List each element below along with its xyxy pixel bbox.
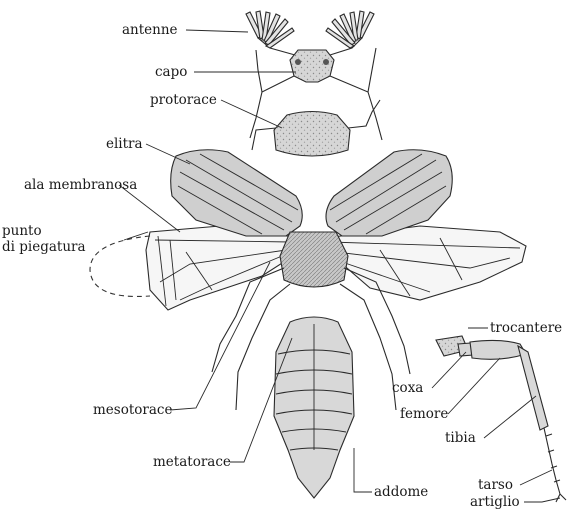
left-membranous-wing bbox=[146, 226, 300, 310]
label-capo: capo bbox=[155, 64, 187, 80]
label-artiglio: artiglio bbox=[470, 494, 520, 510]
label-antenne: antenne bbox=[122, 22, 178, 38]
label-mesotorace: mesotorace bbox=[93, 402, 172, 418]
right-antenna bbox=[326, 11, 374, 55]
label-femore: femore bbox=[400, 406, 448, 422]
label-coxa: coxa bbox=[392, 380, 423, 396]
left-elytron bbox=[171, 150, 303, 236]
label-tibia: tibia bbox=[445, 430, 476, 446]
right-elytron bbox=[326, 150, 452, 236]
label-metatorace: metatorace bbox=[153, 454, 231, 470]
pronotum-drawing bbox=[252, 100, 380, 156]
abdomen-drawing bbox=[274, 317, 354, 498]
label-elitra: elitra bbox=[106, 136, 143, 152]
folding-outline bbox=[90, 236, 150, 296]
antennae-drawing bbox=[246, 11, 374, 55]
label-ala-membranosa: ala membranosa bbox=[24, 177, 137, 193]
label-addome: addome bbox=[374, 484, 428, 500]
right-membranous-wing bbox=[325, 226, 526, 300]
label-protorace: protorace bbox=[150, 92, 217, 108]
label-punto: punto bbox=[2, 223, 42, 239]
left-antenna bbox=[246, 11, 295, 55]
label-di-piegatura: di piegatura bbox=[2, 239, 86, 255]
label-tarso: tarso bbox=[478, 477, 513, 493]
label-trocantere: trocantere bbox=[490, 320, 562, 336]
